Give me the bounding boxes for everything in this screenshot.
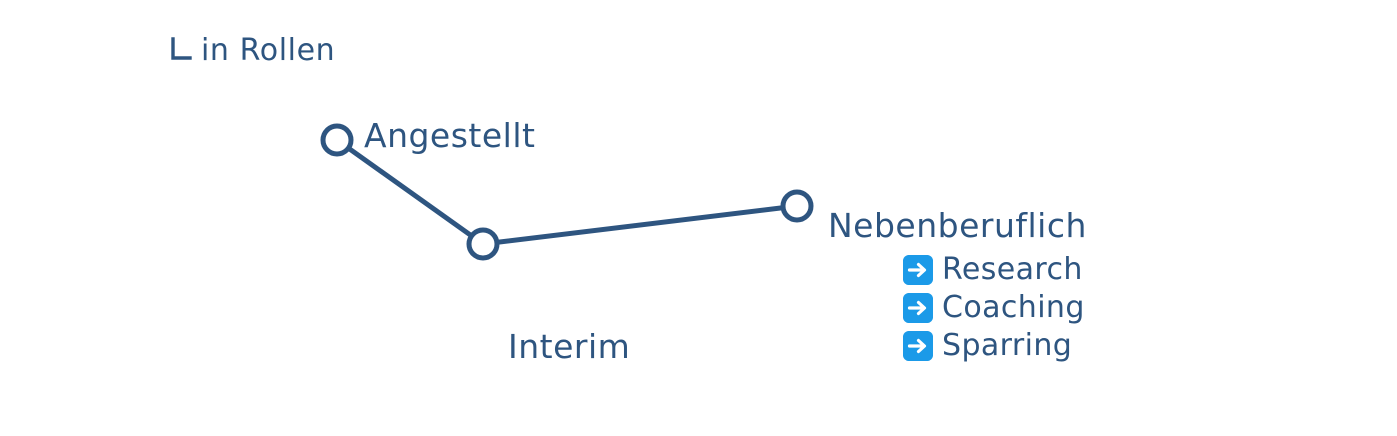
list-item-label: Research: [942, 252, 1083, 287]
list-item-label: Coaching: [942, 290, 1085, 325]
arrow-right-icon: [903, 293, 933, 323]
graph-edges: [334, 137, 800, 247]
list-item-label: Sparring: [942, 328, 1073, 363]
arrow-right-icon: [903, 331, 933, 361]
list-item[interactable]: Coaching: [903, 293, 1085, 323]
header-title: in Rollen: [201, 33, 336, 68]
corner-branch-icon: [171, 37, 192, 60]
node-label-interim-freelancer: Interim Freelancer: [508, 250, 685, 436]
edge-angestellt-interim: [334, 137, 486, 247]
node-interim-freelancer[interactable]: [466, 227, 500, 261]
edge-interim-nebenberuflich: [480, 203, 800, 247]
arrow-right-icon: [903, 255, 933, 285]
graph-nodes: [320, 123, 814, 261]
list-item[interactable]: Sparring: [903, 331, 1085, 361]
node-angestellt[interactable]: [320, 123, 354, 157]
node-label-interim-line1: Interim: [508, 326, 631, 366]
nebenberuflich-activity-list: Research Coaching Sparring: [903, 255, 1085, 361]
node-nebenberuflich[interactable]: [780, 189, 814, 223]
node-label-angestellt: Angestellt: [364, 116, 536, 155]
header-branch-row: in Rollen: [170, 36, 335, 66]
list-item[interactable]: Research: [903, 255, 1085, 285]
node-label-nebenberuflich: Nebenberuflich: [828, 206, 1087, 245]
